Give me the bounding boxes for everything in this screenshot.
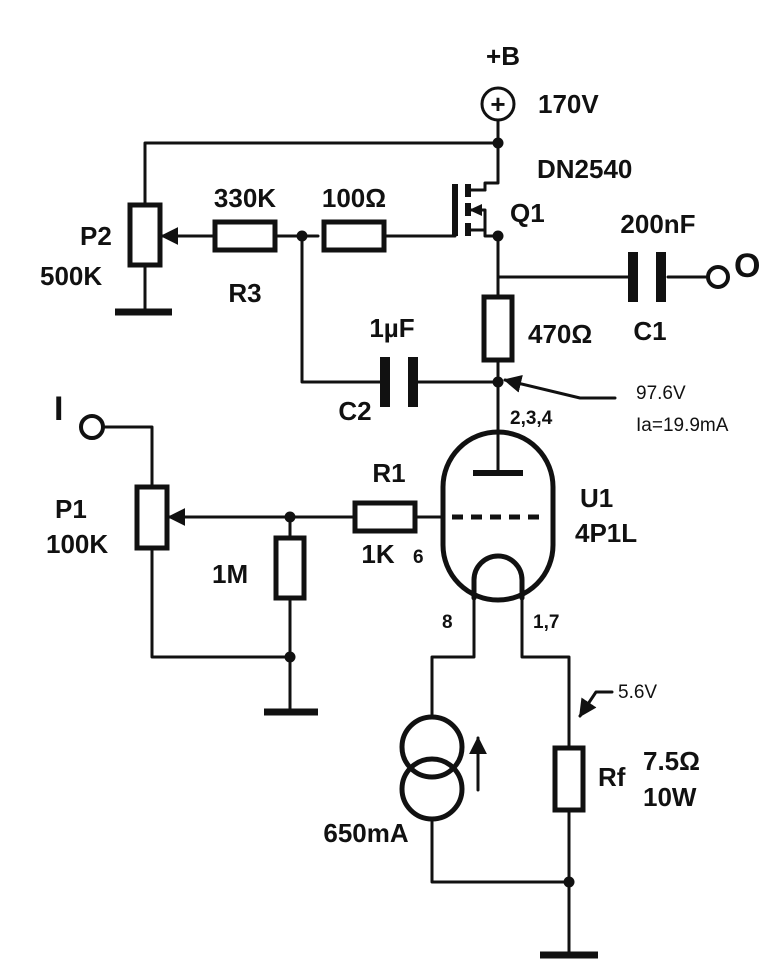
- p1-value-label: 100K: [46, 529, 108, 559]
- junction-grid: [284, 511, 296, 523]
- drain-resistor-value-label: 470Ω: [528, 319, 592, 349]
- rf-power-label: 10W: [643, 782, 697, 812]
- anode-annotation: 97.6V Ia=19.9mA: [503, 375, 729, 436]
- resistor-gate-stopper: 100Ω: [321, 183, 387, 253]
- supply-voltage-label: 170V: [538, 89, 599, 119]
- input-terminal-label: I: [54, 390, 63, 428]
- rf-node-voltage-label: 5.6V: [618, 682, 657, 703]
- resistor-drain-load: 470Ω: [481, 294, 592, 363]
- q1-ref-label: Q1: [510, 198, 545, 228]
- tube-grid-pin-label: 6: [413, 547, 424, 568]
- mosfet-q1: DN2540 Q1: [452, 154, 632, 236]
- c1-ref-label: C1: [633, 316, 666, 346]
- c2-ref-label: C2: [338, 396, 371, 426]
- potentiometer-p2: P2 500K: [40, 202, 217, 316]
- r3-ref-label: R3: [228, 278, 261, 308]
- c1-value-label: 200nF: [620, 209, 695, 239]
- r1-value-label: 1K: [361, 539, 394, 569]
- c2-value-label: 1µF: [369, 313, 414, 343]
- tube-ref-label: U1: [580, 483, 613, 513]
- junction-ground-input: [284, 651, 296, 663]
- tube-anode-pins-label: 2,3,4: [510, 408, 553, 429]
- tube-u1: 2,3,4 6 8 1,7 U1 4P1L: [413, 408, 637, 633]
- r1-ref-label: R1: [372, 458, 405, 488]
- junction-gate: [296, 230, 308, 242]
- rf-value-label: 7.5Ω: [643, 746, 700, 776]
- capacitor-c1: 200nF C1: [620, 209, 695, 346]
- output-terminal-label: O: [734, 247, 760, 285]
- current-source: 650mA: [323, 714, 487, 848]
- output-terminal: O: [706, 247, 760, 289]
- junction-top-rail: [492, 137, 504, 149]
- junction-ground-filament: [563, 876, 575, 888]
- anode-current-label: Ia=19.9mA: [636, 415, 729, 436]
- p2-value-label: 500K: [40, 261, 102, 291]
- capacitor-c2: 1µF C2: [338, 313, 418, 426]
- gate-resistor-value-label: 100Ω: [322, 183, 386, 213]
- input-terminal: I: [54, 390, 105, 440]
- p1-ref-label: P1: [55, 494, 87, 524]
- potentiometer-p1: P1 100K: [46, 484, 212, 559]
- resistor-r3: 330K R3: [212, 183, 278, 308]
- q1-part-label: DN2540: [537, 154, 632, 184]
- current-source-value-label: 650mA: [323, 818, 408, 848]
- resistor-rf: 5.6V Rf 7.5Ω 10W: [540, 682, 700, 959]
- anode-voltage-label: 97.6V: [636, 383, 686, 404]
- p2-ref-label: P2: [80, 221, 112, 251]
- junction-dots: [284, 137, 575, 888]
- grid-leak-value-label: 1M: [212, 559, 248, 589]
- resistor-grid-leak: 1M: [212, 535, 318, 716]
- tube-filament-right-pin-label: 1,7: [533, 612, 559, 633]
- tube-filament-left-pin-label: 8: [442, 612, 453, 633]
- r3-value-label: 330K: [214, 183, 276, 213]
- supply-terminal: + +B 170V: [480, 41, 599, 122]
- tube-part-label: 4P1L: [575, 518, 637, 548]
- junction-source: [492, 230, 504, 242]
- junction-anode: [492, 376, 504, 388]
- supply-plus-symbol: +: [490, 89, 505, 119]
- supply-name-label: +B: [486, 41, 520, 71]
- rf-ref-label: Rf: [598, 762, 626, 792]
- resistor-r1: R1 1K: [352, 458, 418, 569]
